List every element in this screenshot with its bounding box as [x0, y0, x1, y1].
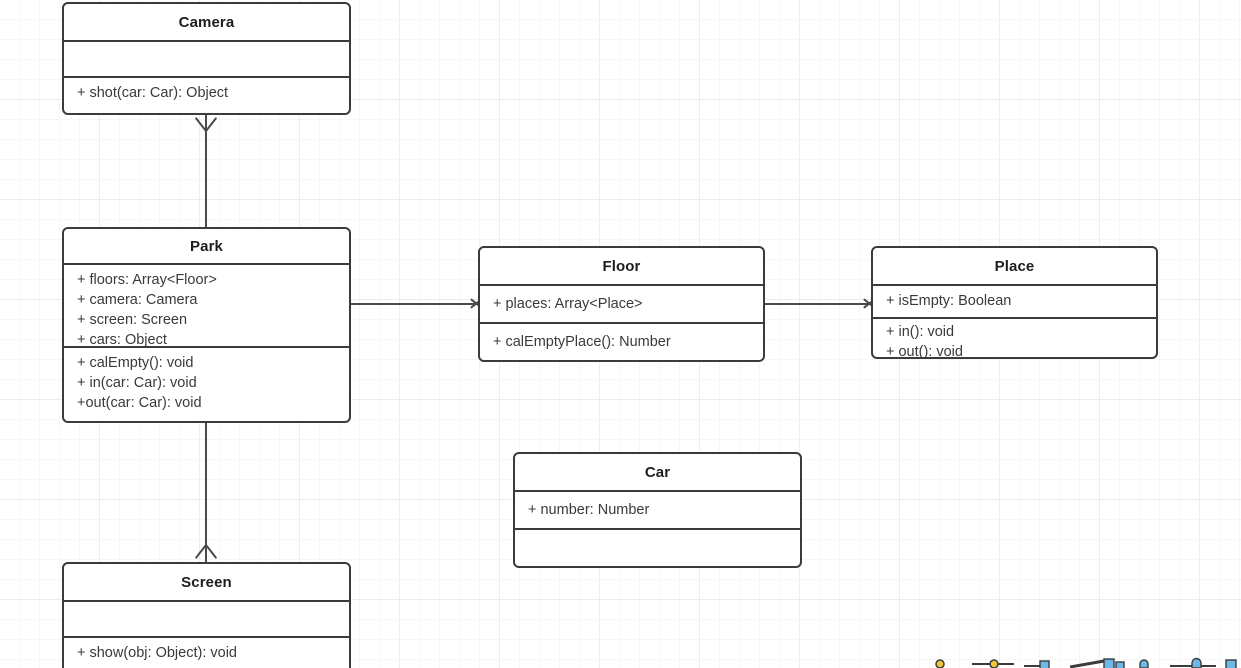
method-row: + calEmpty(): void — [77, 355, 194, 371]
attribute-row: + cars: Object — [77, 332, 167, 348]
uml-class-camera[interactable]: Camera + shot(car: Car): Object — [62, 2, 351, 115]
class-title-park: Park — [64, 229, 349, 265]
attribute-row: + floors: Array<Floor> — [77, 272, 217, 288]
attribute-row: + number: Number — [528, 501, 650, 518]
palette-item-connector-5[interactable] — [1132, 654, 1176, 668]
attribute-row: + places: Array<Place> — [493, 295, 643, 312]
uml-class-floor[interactable]: Floor + places: Array<Place> + calEmptyP… — [478, 246, 765, 362]
method-row: +out(car: Car): void — [77, 395, 202, 411]
method-row: + shot(car: Car): Object — [77, 85, 229, 101]
arrowhead-right-floor — [460, 295, 485, 311]
class-title-screen: Screen — [64, 564, 349, 602]
connector-floor-place[interactable] — [765, 303, 870, 305]
class-attributes-park: + floors: Array<Floor> + camera: Camera … — [64, 265, 349, 348]
palette-item-connector-6[interactable] — [1168, 654, 1216, 668]
class-methods-park: + calEmpty(): void + in(car: Car): void … — [64, 348, 349, 421]
class-attributes-floor: + places: Array<Place> — [480, 286, 763, 324]
class-title-camera: Camera — [64, 4, 349, 42]
class-attributes-place: + isEmpty: Boolean — [873, 286, 1156, 319]
method-row: + out(): void — [886, 344, 963, 359]
palette-item-connector-3[interactable] — [1024, 654, 1068, 668]
attribute-row: + isEmpty: Boolean — [886, 293, 1012, 309]
method-row: + calEmptyPlace(): Number — [493, 333, 671, 350]
class-methods-screen: + show(obj: Object): void — [64, 638, 349, 668]
class-methods-camera: + shot(car: Car): Object — [64, 78, 349, 113]
connector-park-camera[interactable] — [205, 113, 207, 235]
palette-item-connector-7[interactable] — [1224, 654, 1241, 668]
method-row: + show(obj: Object): void — [77, 645, 237, 661]
uml-class-car[interactable]: Car + number: Number — [513, 452, 802, 568]
method-row: + in(): void — [886, 324, 955, 340]
method-row: + in(car: Car): void — [77, 375, 197, 391]
palette-item-connector-4[interactable] — [1070, 654, 1125, 668]
uml-class-park[interactable]: Park + floors: Array<Floor> + camera: Ca… — [62, 227, 351, 423]
shape-palette[interactable] — [920, 654, 1241, 668]
class-methods-floor: + calEmptyPlace(): Number — [480, 324, 763, 360]
uml-class-screen[interactable]: Screen + show(obj: Object): void — [62, 562, 351, 668]
uml-class-place[interactable]: Place + isEmpty: Boolean + in(): void + … — [871, 246, 1158, 359]
class-attributes-camera — [64, 42, 349, 78]
class-title-place: Place — [873, 248, 1156, 286]
class-title-car: Car — [515, 454, 800, 492]
arrowhead-right-place — [853, 295, 878, 311]
attribute-row: + screen: Screen — [77, 312, 188, 328]
connector-park-screen[interactable] — [205, 423, 207, 563]
connector-park-floor[interactable] — [351, 303, 477, 305]
palette-item-connector-2[interactable] — [970, 654, 1014, 668]
palette-item-connector-1[interactable] — [922, 654, 966, 668]
class-title-floor: Floor — [480, 248, 763, 286]
class-attributes-car: + number: Number — [515, 492, 800, 530]
class-methods-car — [515, 530, 800, 566]
class-attributes-screen — [64, 602, 349, 638]
class-methods-place: + in(): void + out(): void — [873, 319, 1156, 357]
attribute-row: + camera: Camera — [77, 292, 198, 308]
